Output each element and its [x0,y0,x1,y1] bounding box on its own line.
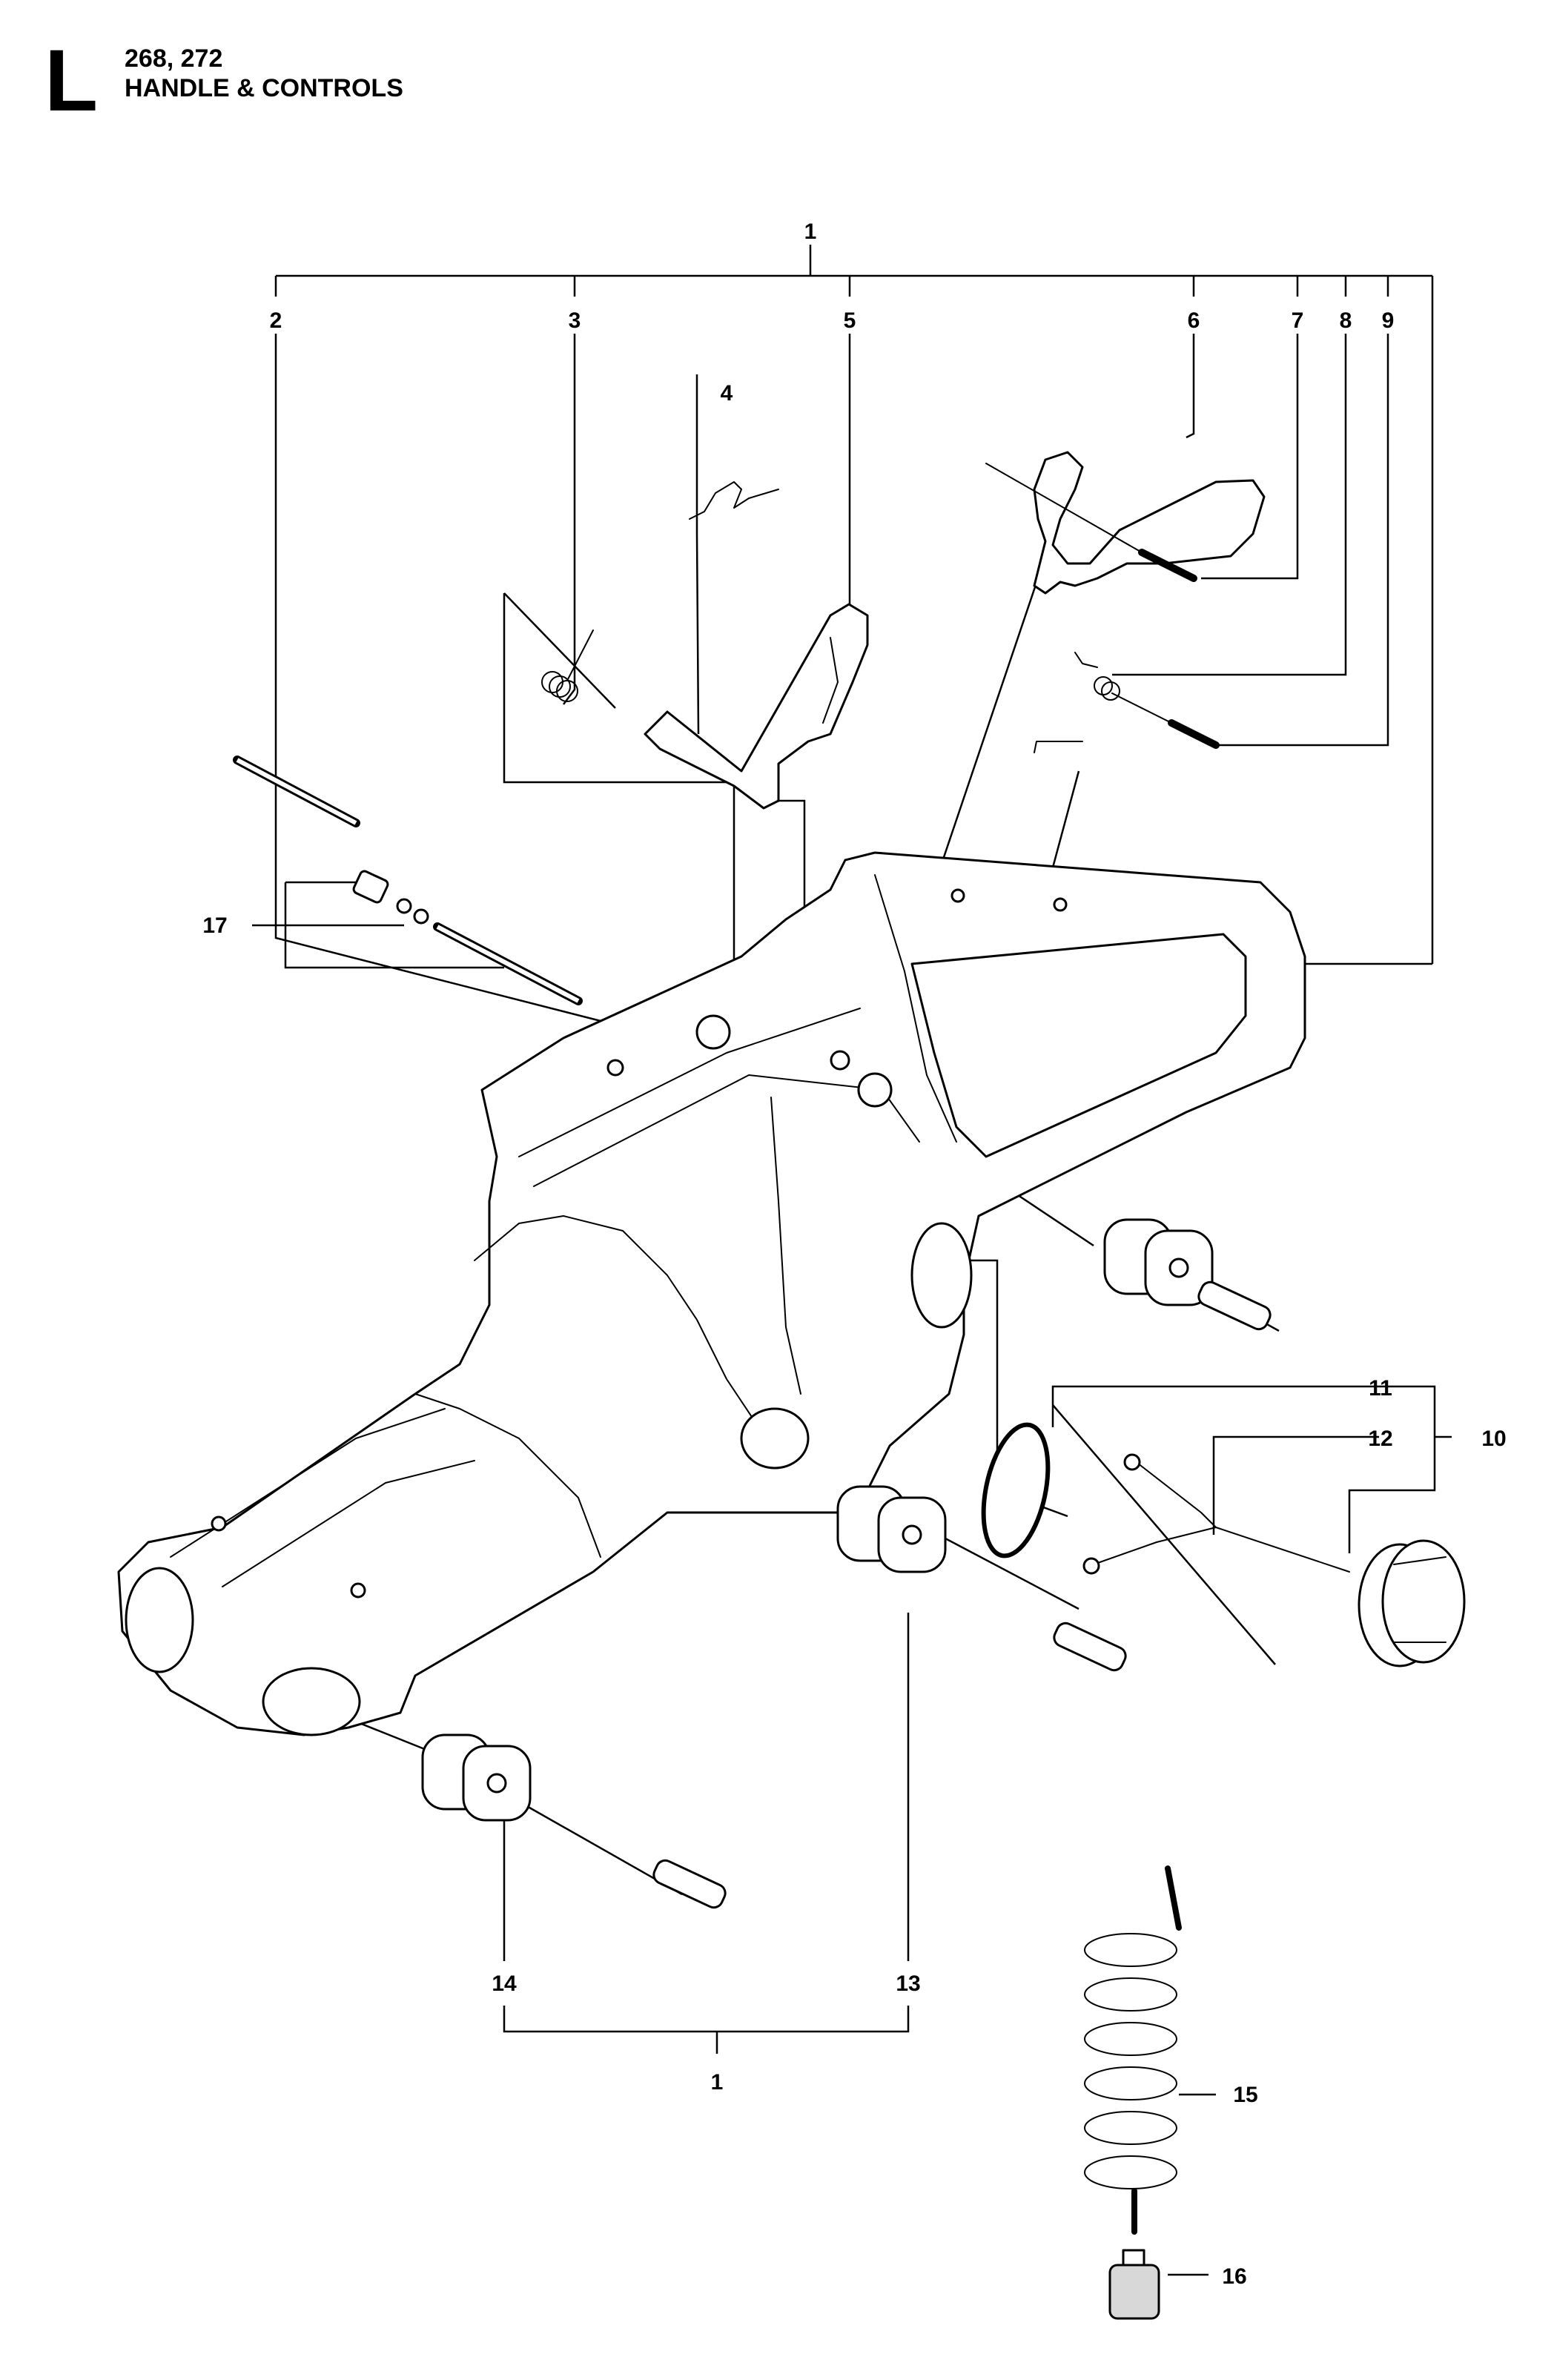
part-9-pin [1168,719,1220,749]
page-title: HANDLE & CONTROLS [125,74,403,102]
callout-16: 16 [1222,2264,1246,2289]
part-2-pin [233,756,360,827]
part-11-o-ring [981,1422,1051,1558]
part-15-coil-hose [1084,1865,1182,2235]
callout-13: 13 [896,1971,920,1996]
part-8-spring [1074,652,1120,701]
part-7-pin [1138,549,1197,582]
part-6-throttle-trigger [1033,451,1266,595]
callout-4: 4 [721,381,733,406]
callout-7: 7 [1292,308,1304,333]
damper-upper [1103,1218,1272,1331]
callout-11: 11 [1369,1376,1392,1401]
callout-15: 15 [1233,2083,1257,2107]
section-letter: L [44,32,99,130]
part-5-throttle-lock [644,603,869,810]
damper-middle [836,1485,1127,1672]
part-4-wire-spring [689,481,779,520]
callout-2: 2 [270,308,282,333]
part-17-shaft [352,870,583,1005]
model-numbers: 268, 272 [125,44,223,73]
part-12-pickup [1082,1453,1350,1575]
callout-1-bottom: 1 [711,2070,724,2095]
callout-6: 6 [1188,308,1200,333]
callout-10: 10 [1481,1427,1506,1451]
part-3-spring [541,629,594,702]
part-10-fuel-cap [1358,1539,1466,1667]
damper-lower [421,1733,727,1909]
callout-labels: 1 2 3 4 5 6 7 8 9 10 11 12 13 14 1 15 16… [202,219,1506,2289]
part-16-fuel-filter [1108,2249,1160,2320]
callout-17: 17 [202,913,227,938]
callout-5: 5 [844,308,856,333]
page-header: L 268, 272 HANDLE & CONTROLS [44,37,638,125]
callout-3: 3 [569,308,581,333]
callout-14: 14 [492,1971,517,1996]
callout-12: 12 [1368,1427,1392,1451]
callout-8: 8 [1340,308,1352,333]
callout-1-top: 1 [804,219,817,244]
callout-9: 9 [1382,308,1395,333]
